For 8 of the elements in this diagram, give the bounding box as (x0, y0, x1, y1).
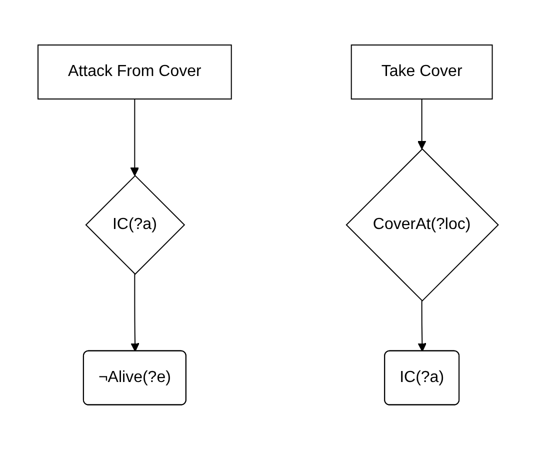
arrow (418, 300, 426, 352)
node-box: Take Cover (350, 44, 493, 100)
arrow (130, 274, 140, 352)
node-diamond: IC(?a) (85, 175, 185, 275)
node-box: Attack From Cover (37, 44, 232, 100)
arrow (417, 98, 426, 150)
arrow (130, 98, 139, 176)
node-diamond: CoverAt(?loc) (346, 148, 499, 302)
